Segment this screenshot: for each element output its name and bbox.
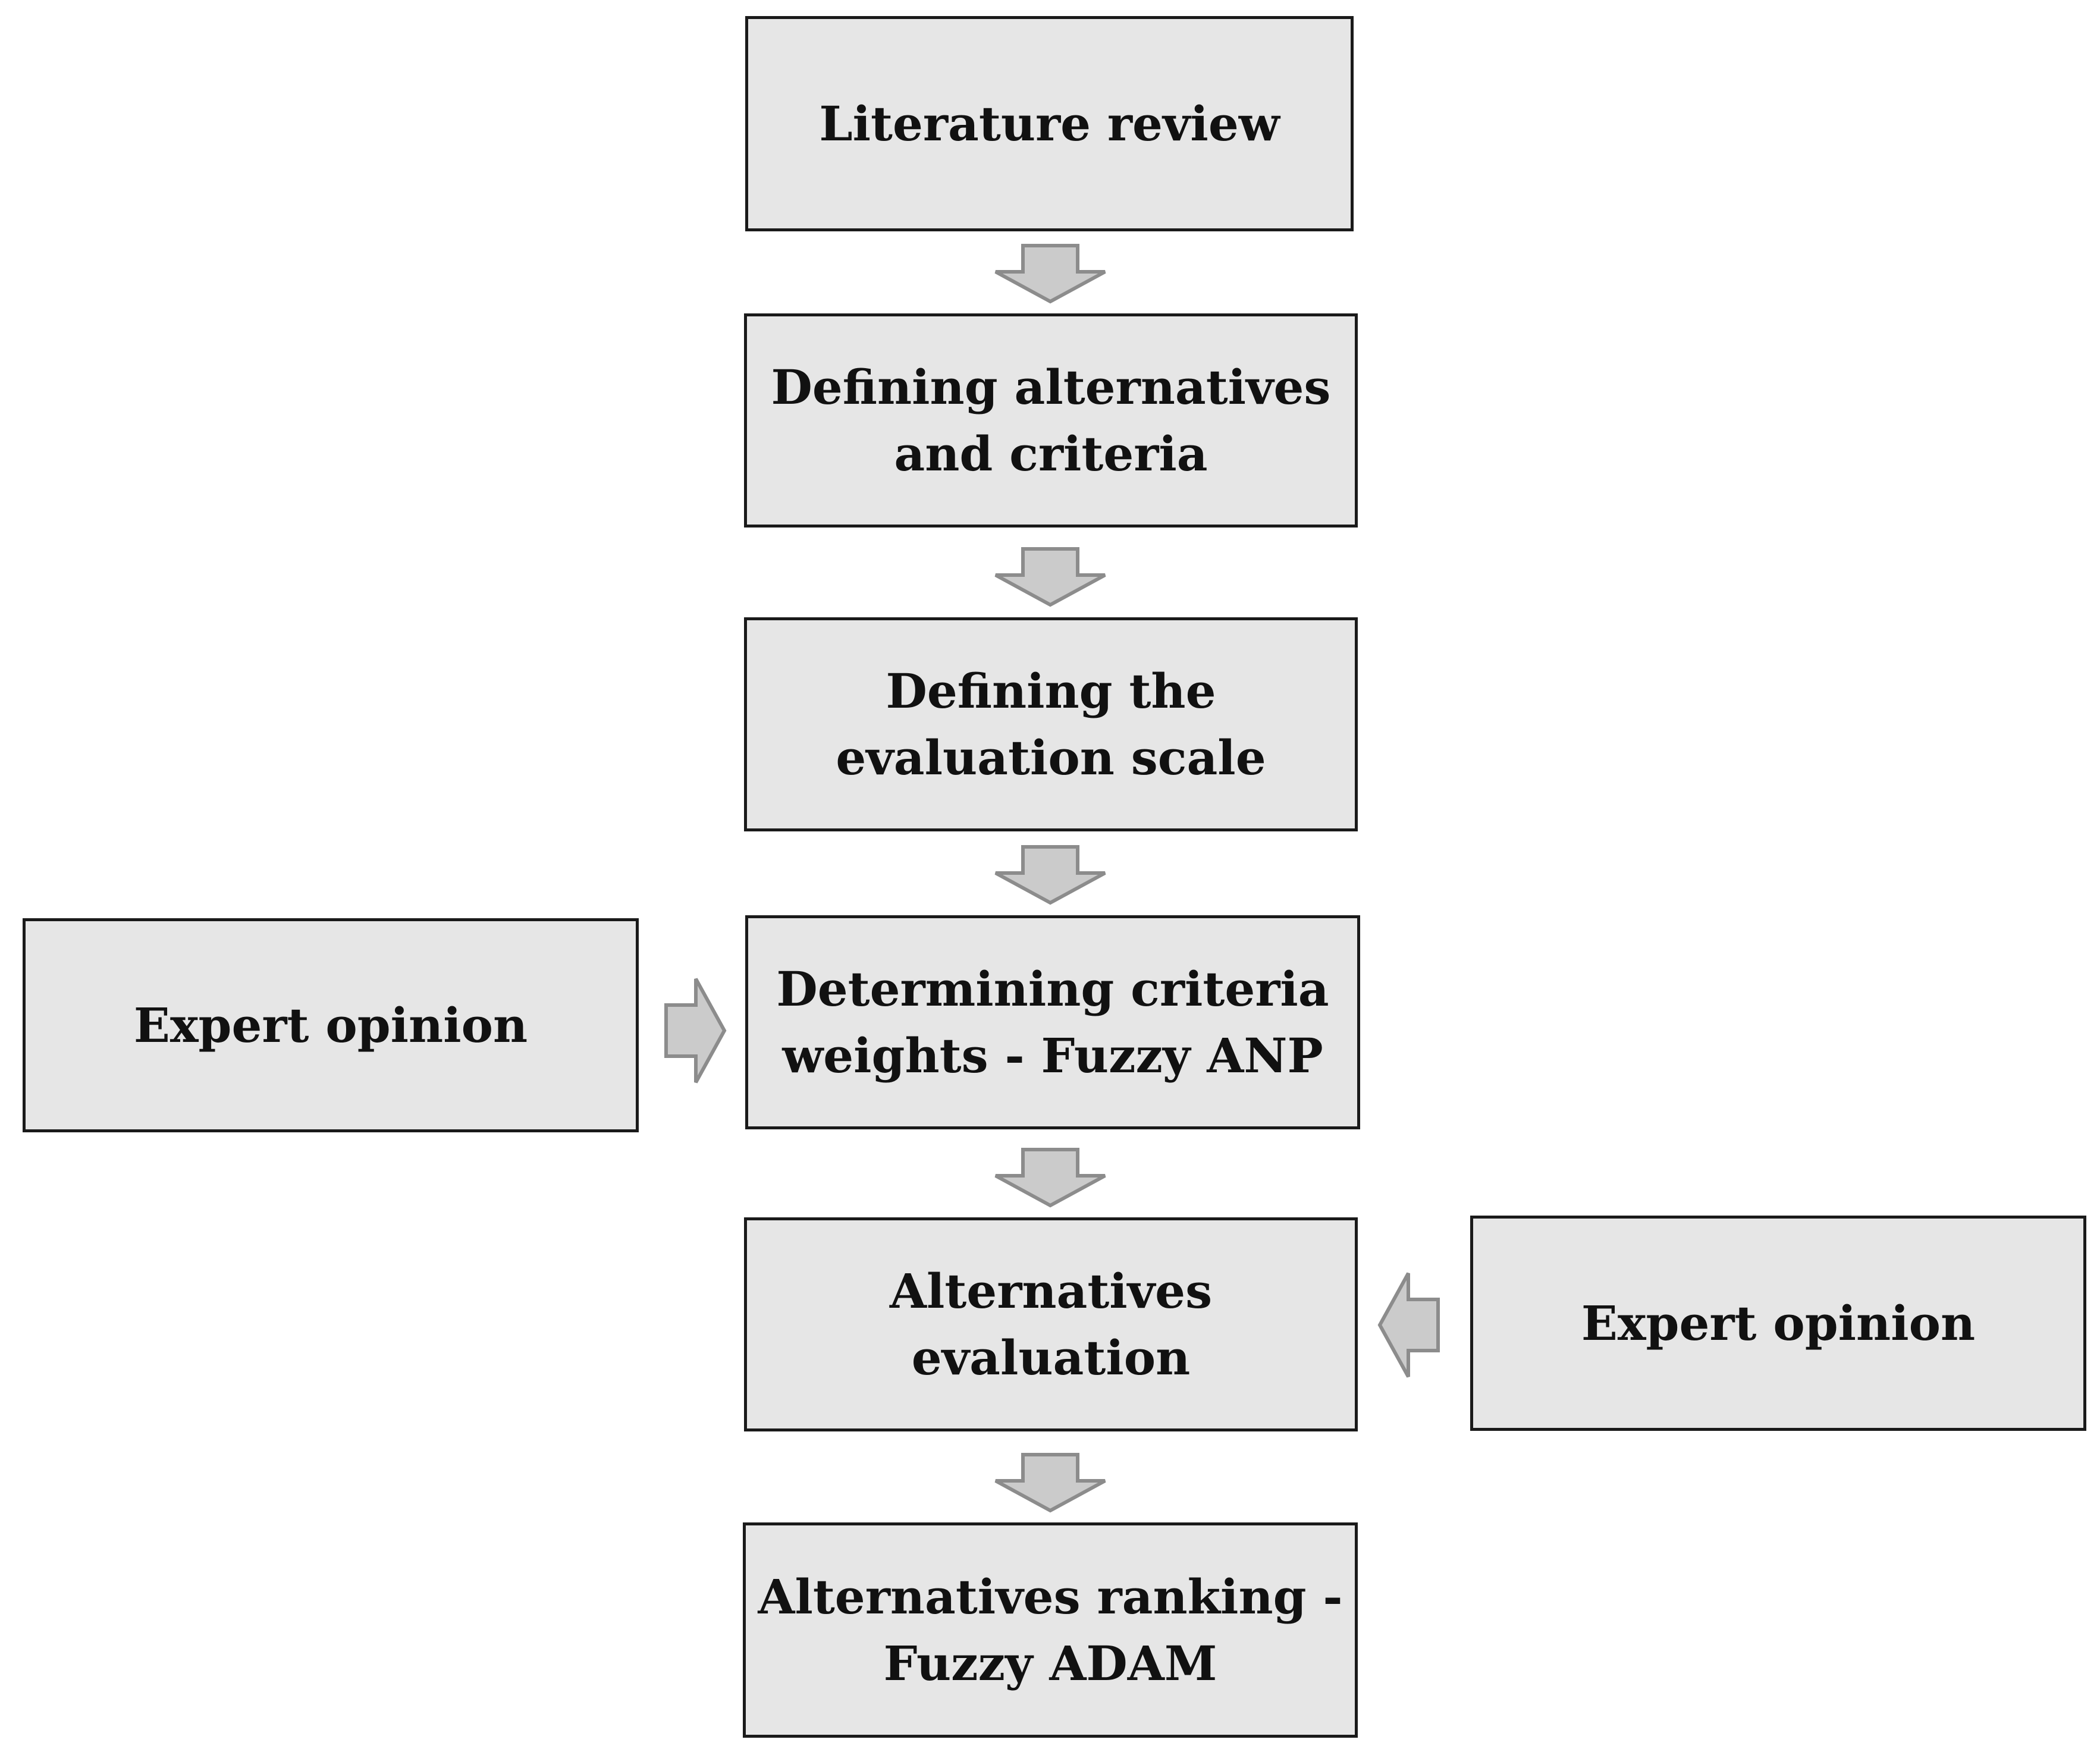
down-arrow-1	[994, 244, 1106, 304]
step-defining-evaluation-scale: Defining the evaluation scale	[744, 617, 1358, 831]
step-label: Defining alternatives and criteria	[771, 359, 1331, 482]
input-label: Expert opinion	[1581, 1295, 1976, 1351]
down-arrow-4	[994, 1148, 1106, 1208]
step-label: Defining the evaluation scale	[836, 663, 1266, 786]
right-arrow-expert-to-weights	[664, 978, 727, 1084]
down-arrow-5	[994, 1453, 1106, 1513]
input-expert-opinion-right: Expert opinion	[1470, 1216, 2086, 1431]
step-determining-criteria-weights: Determining criteria weights - Fuzzy ANP	[745, 915, 1360, 1129]
down-arrow-2	[994, 547, 1106, 607]
step-label: Alternatives ranking - Fuzzy ADAM	[758, 1569, 1343, 1691]
step-label: Literature review	[819, 96, 1280, 152]
input-expert-opinion-left: Expert opinion	[23, 918, 639, 1132]
step-label: Determining criteria weights - Fuzzy ANP	[776, 961, 1329, 1084]
step-defining-alternatives-criteria: Defining alternatives and criteria	[744, 313, 1358, 528]
left-arrow-expert-to-evaluation	[1377, 1272, 1440, 1378]
step-alternatives-ranking: Alternatives ranking - Fuzzy ADAM	[743, 1522, 1358, 1738]
step-literature-review: Literature review	[745, 16, 1354, 231]
down-arrow-3	[994, 845, 1106, 905]
input-label: Expert opinion	[133, 997, 528, 1053]
step-alternatives-evaluation: Alternatives evaluation	[744, 1217, 1358, 1431]
step-label: Alternatives evaluation	[889, 1263, 1213, 1386]
